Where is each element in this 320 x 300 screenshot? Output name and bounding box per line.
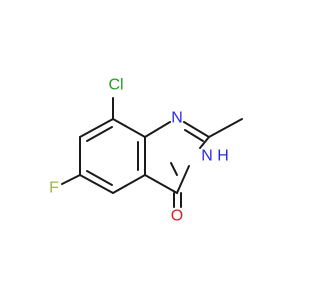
atom-fluorine: F (49, 180, 59, 197)
bond-c6-f (61, 174, 81, 185)
bond-c4-c4a (144, 174, 178, 194)
bond-c7-c8-inner (86, 126, 113, 142)
bond-c5-c6 (79, 174, 114, 194)
bond-c8a-n1 (144, 121, 171, 138)
bond-c8-c8a (112, 118, 146, 138)
bond-n3-c4 (170, 162, 178, 176)
bond-c5-c6-inner (86, 170, 113, 186)
atom-nitrogen-3: N (201, 148, 213, 165)
bond-c4a-c5 (112, 174, 146, 194)
atom-oxygen: O (171, 208, 183, 225)
bond-n1-c2-inner (184, 129, 204, 142)
atom-chlorine: Cl (108, 77, 123, 94)
bond-c2-n3 (199, 136, 210, 149)
bond-n1-c2 (183, 121, 210, 138)
bond-c4-n3 (176, 165, 190, 194)
bond-c7-c8 (79, 118, 114, 138)
atom-nitrogen-3-hydrogen: H (217, 148, 229, 165)
atom-nitrogen-1: N (171, 110, 183, 127)
bond-c2-methyl (208, 118, 243, 138)
molecule-structure: Cl F N N N H O (49, 77, 243, 225)
